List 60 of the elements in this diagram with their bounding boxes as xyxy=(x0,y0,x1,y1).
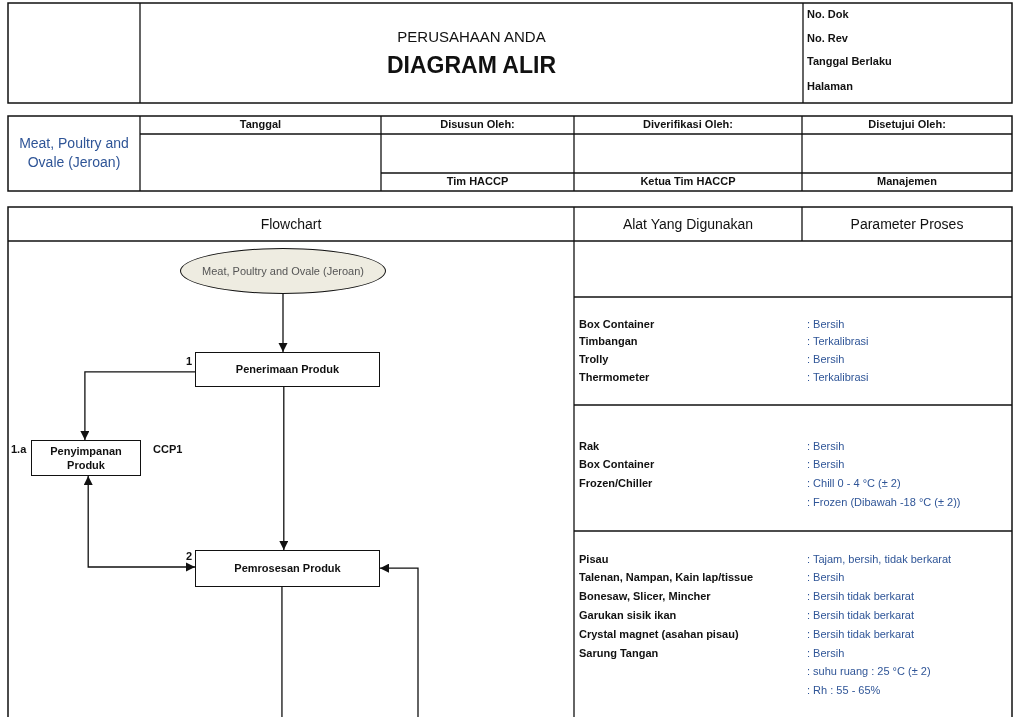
company-name: PERUSAHAAN ANDA xyxy=(396,28,547,45)
document-field-label: No. Rev xyxy=(807,32,849,44)
document-field-label: Tanggal Berlaku xyxy=(807,55,893,67)
parameter-value: : Bersih xyxy=(807,647,845,659)
parameter-value: : Bersih xyxy=(807,571,845,583)
signer-role: Ketua Tim HACCP xyxy=(639,175,737,187)
step-number: 1.a xyxy=(11,443,27,455)
document-field-label: No. Dok xyxy=(807,8,850,20)
equipment-name: Bonesaw, Slicer, Mincher xyxy=(579,590,711,602)
equipment-name: Frozen/Chiller xyxy=(579,477,653,489)
process-box: Penyimpanan Produk xyxy=(31,440,141,476)
parameter-value: : Terkalibrasi xyxy=(807,335,869,347)
connector-line xyxy=(281,586,283,717)
process-box: Pemrosesan Produk xyxy=(195,550,380,587)
equipment-name: Timbangan xyxy=(579,335,638,347)
parameter-value: : Rh : 55 - 65% xyxy=(807,684,881,696)
parameter-value: : Bersih xyxy=(807,318,845,330)
column-header: Alat Yang Digunakan xyxy=(621,216,755,232)
equipment-name: Garukan sisik ikan xyxy=(579,609,677,621)
parameter-value: : Bersih tidak berkarat xyxy=(807,590,914,602)
ccp-label: CCP1 xyxy=(153,443,183,455)
column-header: Flowchart xyxy=(259,216,323,232)
document-field-label: Halaman xyxy=(807,80,854,92)
equipment-name: Thermometer xyxy=(579,371,650,383)
arrow xyxy=(279,386,289,551)
arrow xyxy=(278,293,288,353)
column-header: Disetujui Oleh: xyxy=(867,118,947,130)
arrow xyxy=(379,563,419,717)
start-ellipse: Meat, Poultry and Ovale (Jeroan) xyxy=(180,248,386,294)
equipment-name: Box Container xyxy=(579,318,655,330)
equipment-name: Box Container xyxy=(579,458,655,470)
column-header: Tanggal xyxy=(238,118,283,130)
parameter-value: : suhu ruang : 25 °C (± 2) xyxy=(807,665,931,677)
column-header: Disusun Oleh: xyxy=(439,118,516,130)
parameter-value: : Terkalibrasi xyxy=(807,371,869,383)
equipment-name: Sarung Tangan xyxy=(579,647,659,659)
step-number: 1 xyxy=(186,355,193,367)
parameter-value: : Bersih xyxy=(807,458,845,470)
process-box: Penerimaan Produk xyxy=(195,352,380,387)
column-header: Diverifikasi Oleh: xyxy=(642,118,734,130)
arrow xyxy=(83,475,196,572)
parameter-value: : Frozen (Dibawah -18 °C (± 2)) xyxy=(807,496,961,508)
parameter-value: : Bersih tidak berkarat xyxy=(807,628,914,640)
equipment-name: Pisau xyxy=(579,553,609,565)
step-number: 2 xyxy=(186,550,193,562)
column-header: Parameter Proses xyxy=(849,216,965,232)
equipment-name: Trolly xyxy=(579,353,609,365)
parameter-value: : Bersih xyxy=(807,440,845,452)
signer-role: Manajemen xyxy=(876,175,938,187)
equipment-name: Crystal magnet (asahan pisau) xyxy=(579,628,739,640)
parameter-value: : Tajam, bersih, tidak berkarat xyxy=(807,553,952,565)
equipment-name: Talenan, Nampan, Kain lap/tissue xyxy=(579,571,753,583)
parameter-value: : Bersih xyxy=(807,353,845,365)
product-name: Meat, Poultry and Ovale (Jeroan) xyxy=(18,134,130,172)
signer-role: Tim HACCP xyxy=(445,175,510,187)
parameter-value: : Bersih tidak berkarat xyxy=(807,609,914,621)
equipment-name: Rak xyxy=(579,440,600,452)
arrow xyxy=(80,371,196,441)
document-title: DIAGRAM ALIR xyxy=(385,52,558,79)
parameter-value: : Chill 0 - 4 °C (± 2) xyxy=(807,477,901,489)
